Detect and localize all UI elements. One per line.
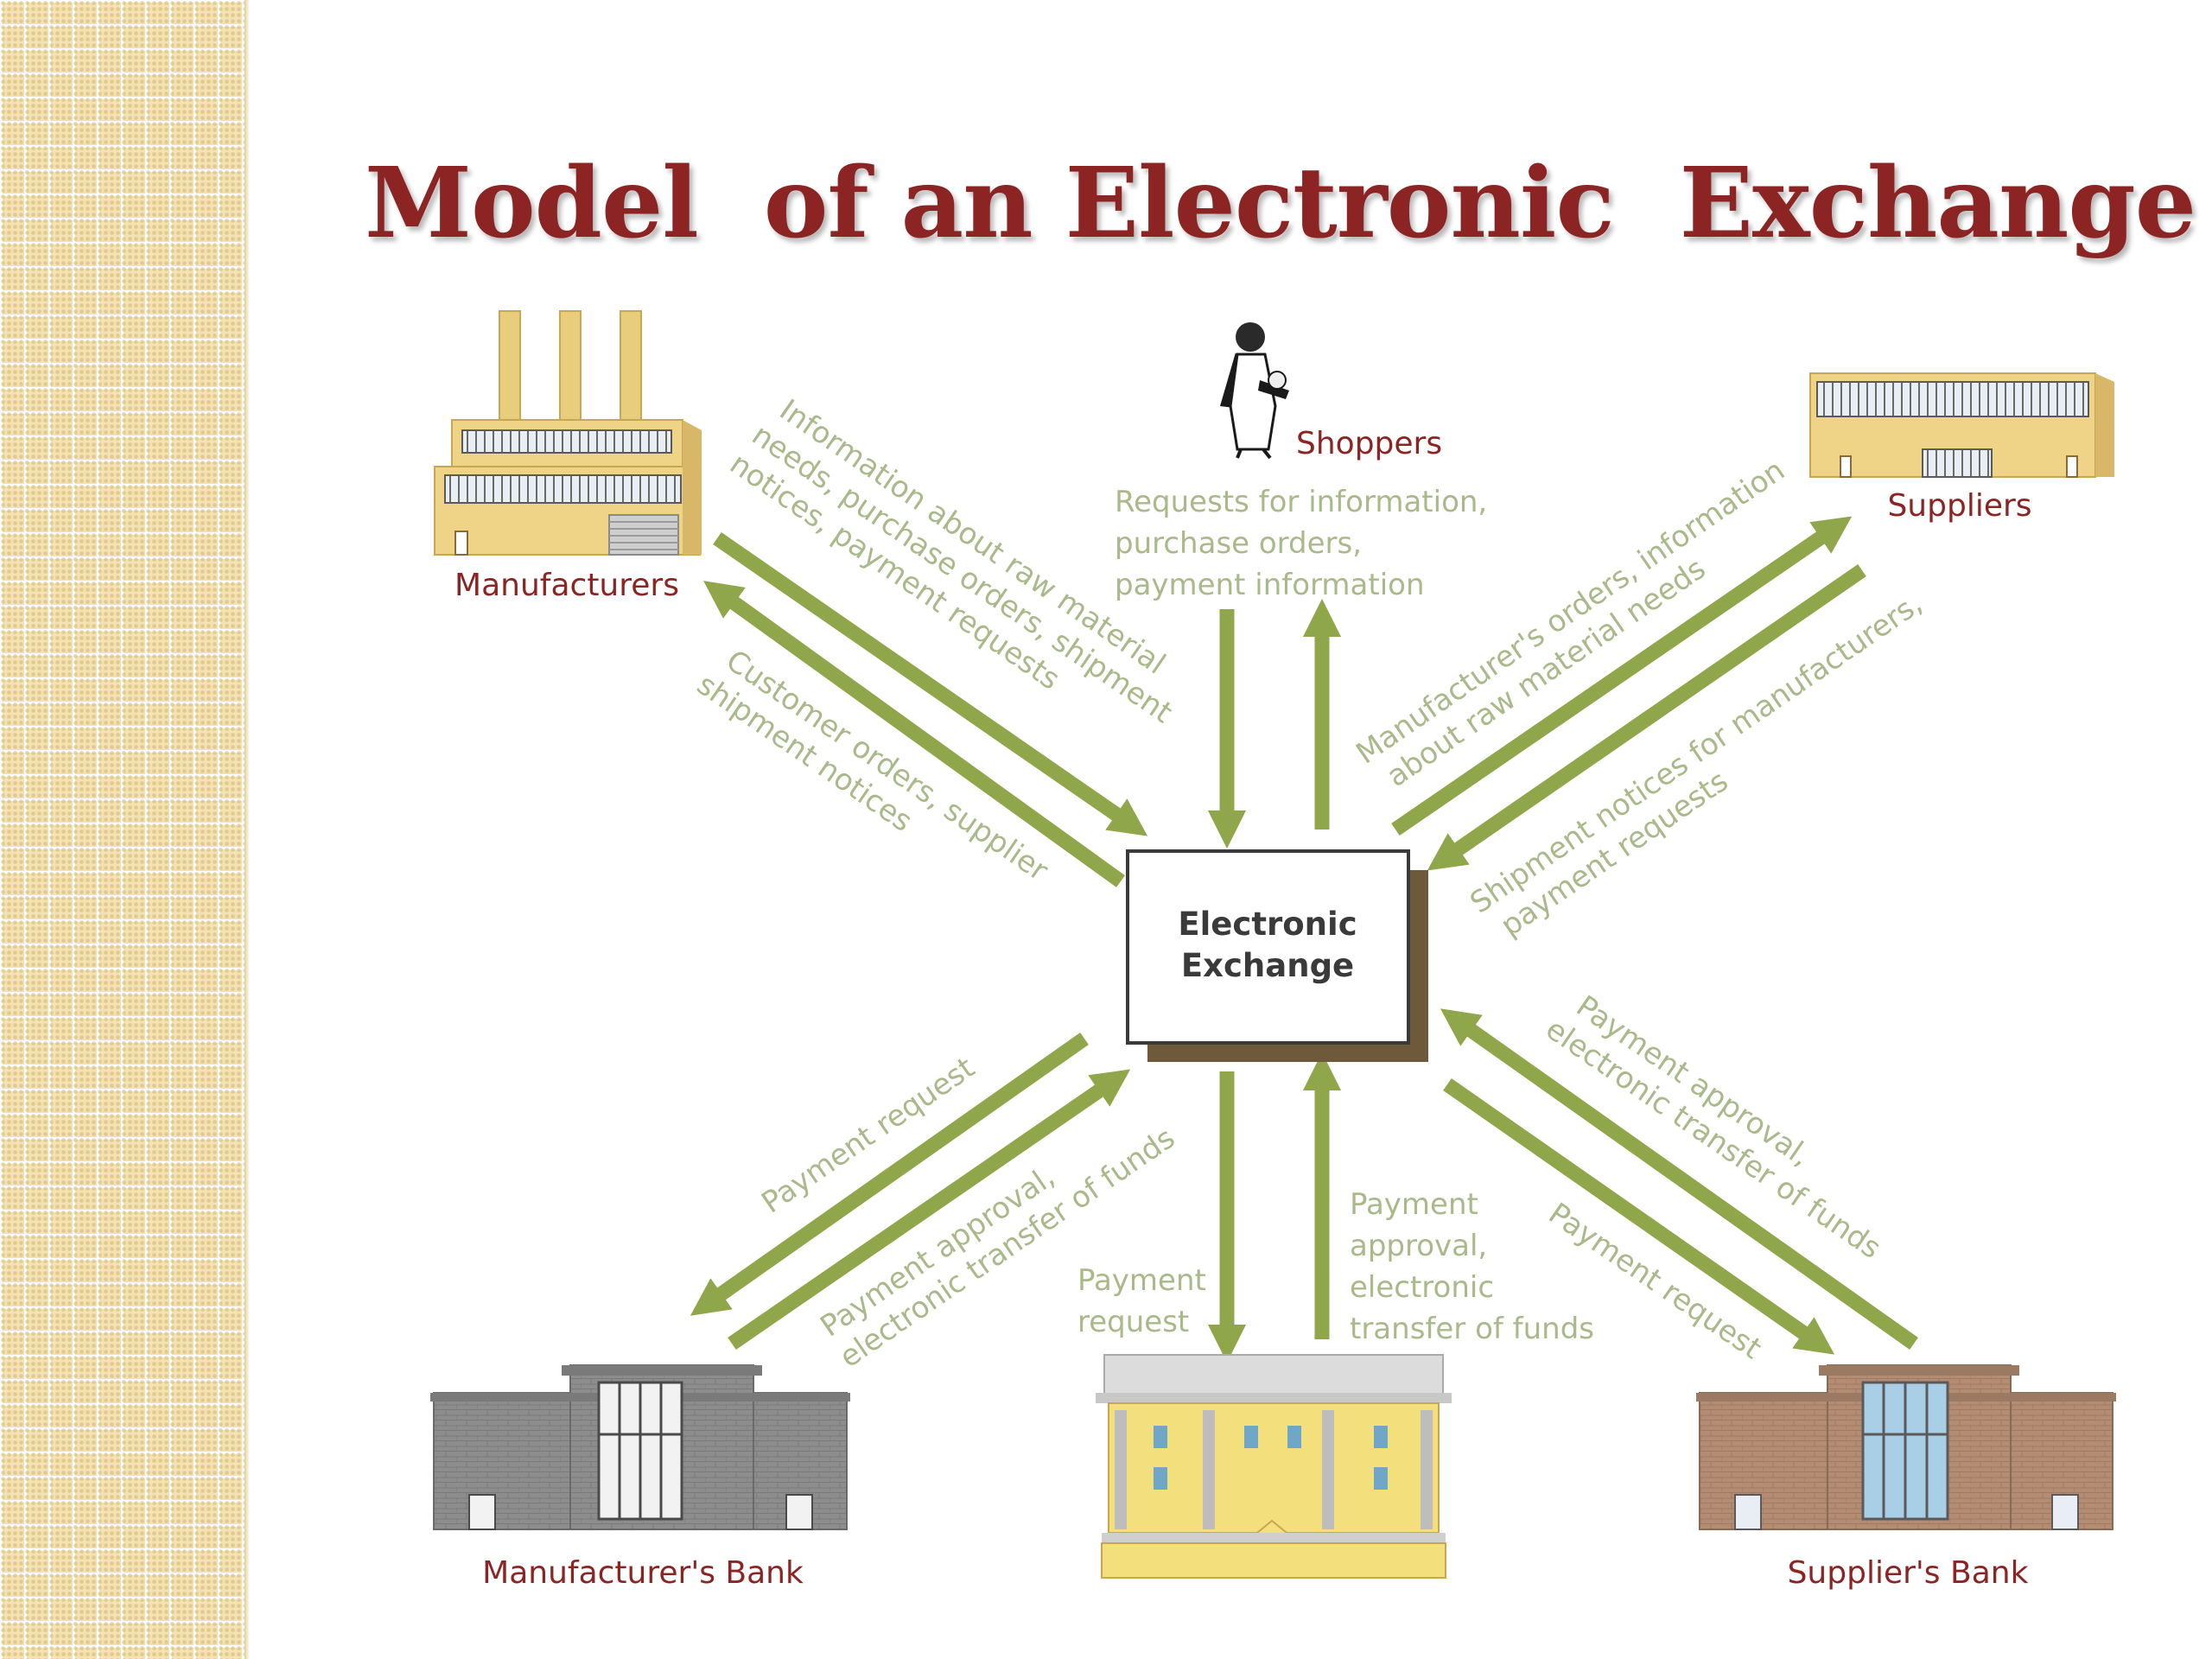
shoppers-node: Shoppers [1220,322,1442,461]
label-line: Customer orders, supplier [720,643,1054,887]
label-line: electronic [1350,1270,1494,1305]
arrow-suppliers-bank-to-exchange [1440,1008,1918,1350]
label-line: needs, purchase orders, shipment [746,417,1179,730]
center-label-line-1: Electronic [1178,906,1357,943]
center-label-line-2: Exchange [1181,947,1354,984]
shopper-person-icon [1220,322,1289,460]
columned-bank-building-icon [1096,1354,1452,1579]
label-line: transfer of funds [1350,1312,1594,1346]
label-line: approval, [1350,1229,1487,1263]
label-line: payment information [1115,568,1425,602]
label-line: Requests for information, [1115,485,1487,519]
suppliers-label: Suppliers [1887,488,2031,524]
gray-bank-building-icon [430,1364,850,1530]
brown-bank-building-icon [1696,1364,2116,1530]
slide-title: Model of an Electronic Exchange [365,147,2196,260]
arrow-manufacturers-to-exchange [713,532,1148,836]
central-bank-node [1096,1354,1452,1579]
arrow-exchange-to-suppliers [1391,516,1853,836]
decorative-side-strip [0,0,245,1659]
label-line: Payment [1350,1187,1478,1222]
label-exchange-to-central-bank: Payment request [1077,1263,1206,1339]
suppliers-bank-node: Supplier's Bank [1696,1364,2116,1591]
shoppers-label: Shoppers [1296,426,1442,461]
arrow-exchange-to-suppliers-bank [1443,1078,1835,1355]
label-line: Payment [1077,1263,1206,1298]
label-line: purchase orders, [1115,526,1362,561]
arrow-exchange-to-manufacturers-bank [690,1033,1089,1316]
arrow-manufacturers-bank-to-exchange [728,1069,1131,1351]
warehouse-icon [1809,372,2114,478]
label-central-bank-to-exchange: Payment approval, electronic transfer of… [1350,1187,1594,1346]
label-exchange-to-manufacturers: Customer orders, supplier shipment notic… [690,643,1054,887]
manufacturers-node: Manufacturers [434,310,702,603]
arrow-exchange-to-manufacturers [703,581,1125,887]
suppliers-bank-label: Supplier's Bank [1788,1555,2029,1591]
manufacturers-bank-node: Manufacturer's Bank [430,1364,850,1591]
side-strip-shadow [245,0,250,1659]
suppliers-node: Suppliers [1809,372,2114,524]
manufacturers-bank-label: Manufacturer's Bank [482,1555,804,1591]
manufacturers-label: Manufacturers [454,568,679,603]
label-line: request [1077,1305,1189,1339]
center-box [1126,849,1410,1045]
electronic-exchange-node: Electronic Exchange [1126,849,1428,1062]
arrows [690,516,1918,1363]
arrow-suppliers-to-exchange [1427,564,1866,871]
label-shoppers-exchange: Requests for information, purchase order… [1115,485,1487,602]
factory-icon [434,310,702,556]
